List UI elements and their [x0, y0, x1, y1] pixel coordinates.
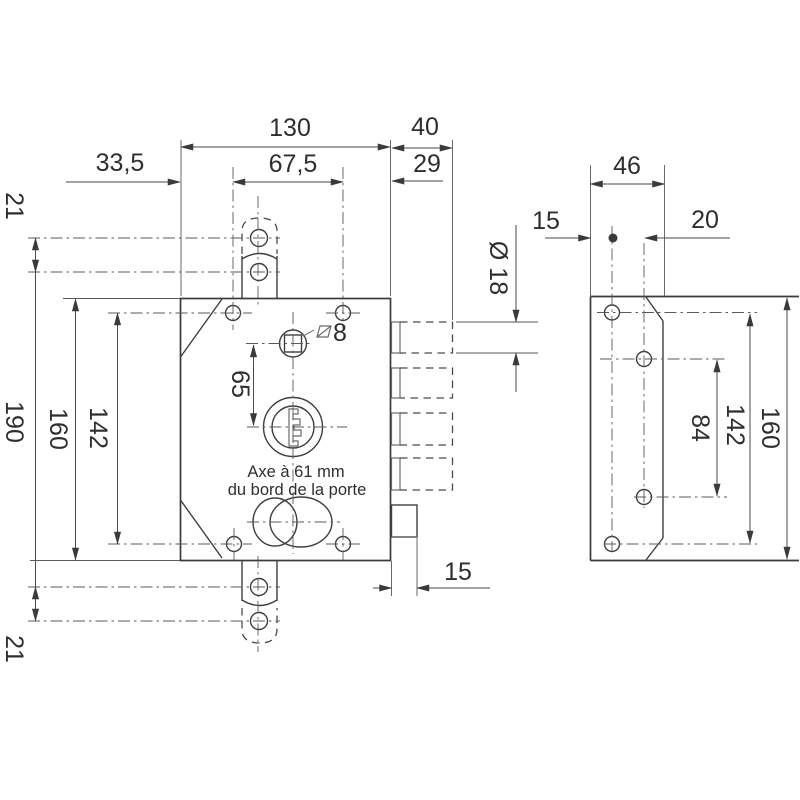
front-center-lines — [28, 167, 360, 652]
case-fold-line-top — [179, 298, 223, 358]
keyway-profile — [288, 408, 302, 447]
dim-160-side-label: 160 — [756, 407, 784, 449]
square-section-icon — [316, 325, 332, 338]
dim-dia-18-label: Ø 18 — [484, 241, 512, 295]
bolt-1-phantom — [400, 321, 454, 354]
tab-hole-bottom-alt — [249, 611, 269, 631]
tab-hole-bottom — [249, 577, 269, 597]
bolt-2-phantom — [400, 367, 454, 399]
dim-46-label: 46 — [613, 152, 641, 180]
tab-hole-top-alt — [249, 228, 269, 248]
deadbolts — [390, 321, 454, 491]
side-fold-chamfer-top — [645, 296, 664, 322]
dim-21-bottom-label: 21 — [0, 635, 28, 663]
reference-dot — [608, 233, 618, 243]
front-view: 130 40 33,5 67,5 29 21 190 160 142 21 65… — [0, 113, 538, 663]
tab-alt-position-phantom — [241, 217, 278, 254]
dim-40-label: 40 — [411, 113, 439, 141]
bolt-3-phantom — [400, 412, 454, 446]
bolt-stub-3 — [390, 412, 401, 446]
dim-33-5-label: 33,5 — [96, 149, 145, 177]
tab-alt-position-phantom-bottom — [241, 608, 278, 644]
side-center-lines — [597, 226, 757, 552]
top-mounting-tab — [241, 217, 278, 298]
axis-note-line1: Axe à 61 mm — [247, 463, 344, 481]
side-extension-lines — [590, 165, 665, 296]
bolt-stub-4 — [390, 457, 401, 491]
bolt-4-phantom — [400, 457, 454, 491]
dim-67-5-label: 67,5 — [269, 150, 318, 178]
dim-20-label: 20 — [691, 206, 719, 234]
side-fold-chamfer-bottom — [645, 537, 664, 561]
axis-note-line2: du bord de la porte — [228, 481, 367, 499]
front-dimension-lines — [31, 143, 520, 622]
dim-130-label: 130 — [269, 114, 311, 142]
dim-142-side-label: 142 — [721, 404, 749, 446]
dim-15-latch-label: 15 — [444, 558, 472, 586]
side-dimension-lines — [545, 180, 791, 560]
dim-square-8-label: 8 — [333, 319, 347, 347]
dim-84-label: 84 — [686, 414, 714, 442]
bolt-stub-1 — [390, 321, 401, 354]
bolt-stub-2 — [390, 367, 401, 399]
dim-65-label: 65 — [226, 370, 254, 398]
case-fold-line-bottom — [179, 499, 223, 559]
tab-hole-top — [249, 262, 269, 282]
dim-21-top-label: 21 — [0, 192, 28, 220]
bottom-mounting-tab — [241, 561, 278, 644]
dim-190-label: 190 — [0, 401, 28, 443]
side-view: 46 15 20 84 142 160 — [532, 152, 799, 562]
square-symbol-leader — [302, 329, 315, 337]
dim-15-side-label: 15 — [532, 207, 560, 235]
dim-29-label: 29 — [413, 150, 441, 178]
bottom-latch — [390, 504, 418, 596]
dim-142-front-label: 142 — [84, 407, 112, 449]
dim-160-front-label: 160 — [44, 408, 72, 450]
side-plate-outline — [589, 295, 799, 562]
front-extension-lines — [30, 140, 538, 561]
lock-case-outline — [179, 297, 392, 562]
